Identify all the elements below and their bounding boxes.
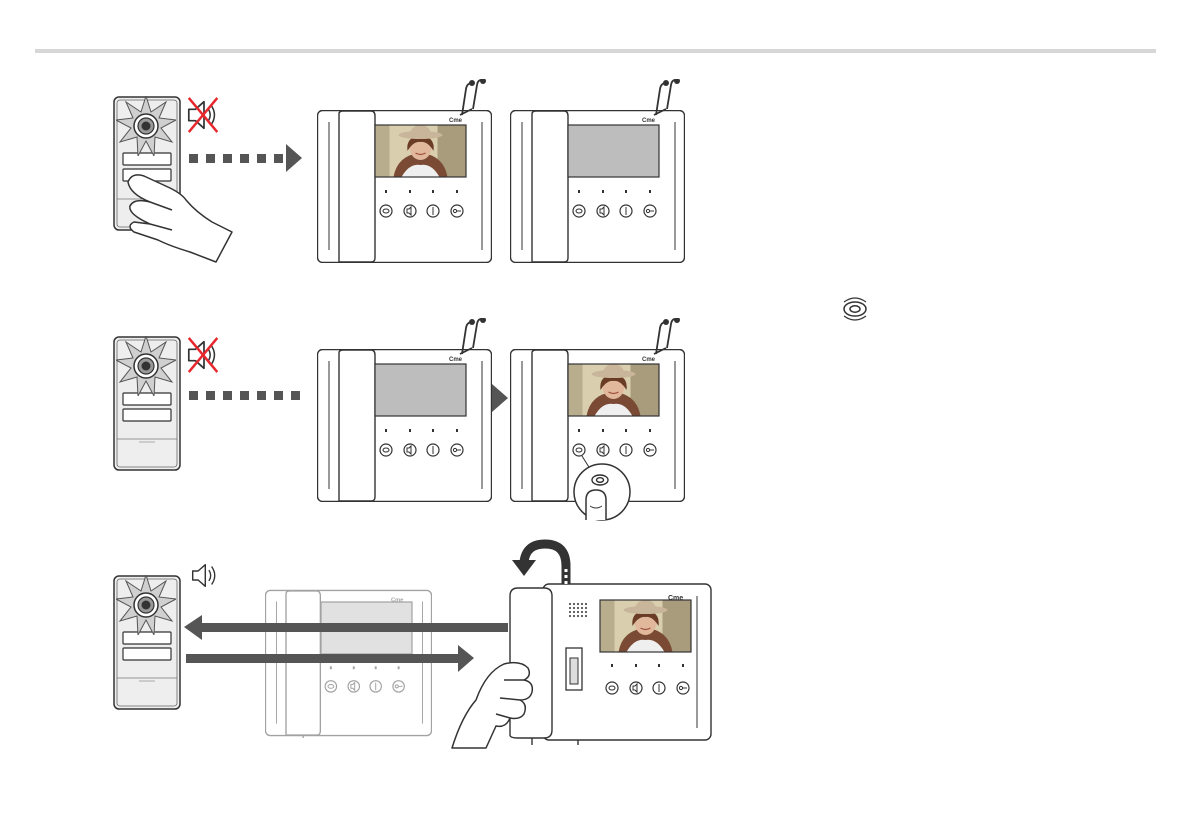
signal-arrow: [189, 144, 302, 172]
next-arrow: [492, 384, 508, 412]
eye-autoswitch-icon: [844, 298, 866, 320]
monitor-idle: [511, 78, 685, 268]
door-panel: [114, 575, 180, 709]
monitor-faded: [265, 590, 431, 740]
chime-icon: [654, 78, 680, 115]
speaker-sound-icon: [193, 565, 215, 587]
monitor-handset-lifted: Cme: [510, 584, 711, 745]
monitor-idle: [318, 317, 492, 507]
chime-icon: [460, 317, 486, 354]
step-1-call-incoming: [114, 78, 685, 268]
top-rule: [35, 49, 1156, 53]
step-3-answer-call: Cme: [114, 544, 711, 748]
monitor-active: [318, 78, 492, 268]
speaker-muted-icon: [189, 98, 218, 132]
chime-icon: [460, 78, 486, 115]
door-panel: [114, 336, 180, 470]
signal-arrow: [189, 391, 300, 400]
lift-handset-arrow-icon: [512, 544, 566, 584]
chime-icon: [654, 317, 680, 354]
speaker-muted-icon: [189, 338, 218, 372]
step-2-view-camera: [114, 317, 685, 520]
